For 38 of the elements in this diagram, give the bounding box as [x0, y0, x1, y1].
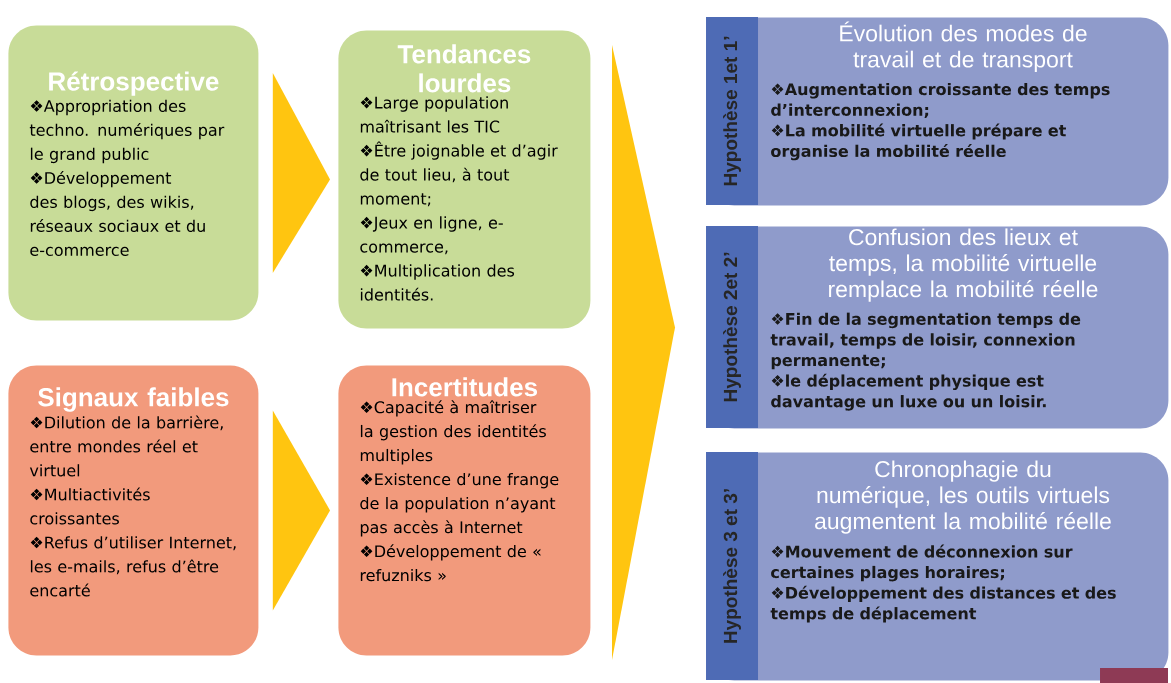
hypothesis-box [706, 452, 1169, 681]
side-tab: Hypothèse 1et 1’ [706, 17, 758, 205]
chevron-arrow [612, 45, 675, 660]
bullet-text: ❖Mouvement de déconnexion sur certaines plages horaires; [771, 544, 1073, 582]
rounded-box [8, 25, 259, 321]
hypothesis-box [706, 226, 1169, 429]
rounded-box [8, 365, 259, 656]
chevron-arrow [272, 72, 330, 273]
bullet-text: ❖Être joignable et d’agir de tout lieu, à tout moment; [360, 141, 558, 207]
side-tab: Hypothèse 2et 2’ [706, 226, 758, 428]
box-heading: Incertitudes [392, 377, 538, 397]
bullet-text: ❖Développement des distances et des temps de déplacement [770, 585, 1116, 623]
bullet-text: ❖La mobilité virtuelle prépare et organise la mobilité réelle [771, 123, 1066, 161]
bullet-text: ❖Large population maîtrisant les TIC [360, 96, 508, 133]
box-heading: Rétrospective [49, 71, 219, 96]
bullet-text: ❖Développement de « refuzniks » [360, 544, 541, 582]
bullet-text: ❖Appropriation des techno. numériques par le grand public [29, 99, 225, 164]
bullet-text: ❖Multiactivités croissantes [30, 487, 150, 525]
box-heading: Tendances lourdes [397, 44, 531, 93]
bullet-text: ❖Multiplication des identités. [360, 264, 515, 301]
bullet-text: ❖Jeux en ligne, e-commerce, [360, 216, 503, 255]
bullet-text: ❖Augmentation croissante des temps d’interconnexion; [771, 82, 1110, 118]
bullet-text: ❖Capacité à maîtriser la gestion des identités multiples [360, 400, 546, 465]
chevron-arrow [272, 410, 330, 611]
hypothesis-box [706, 17, 1169, 206]
bullet-text: ❖Dilution de la barrière, entre mondes réel et virtuel [29, 415, 223, 477]
box-heading: Signaux faibles [38, 387, 229, 412]
bullet-text: ❖Développement des blogs, des wikis, réseaux sociaux et du e-commerce [30, 171, 205, 256]
rounded-box [338, 30, 591, 329]
bullet-text: ❖le déplacement physique est davantage un luxe ou un loisir. [771, 373, 1046, 411]
box-heading: Confusion des lieux et temps, la mobilité virtuelle remplace la mobilité réelle [829, 228, 1098, 302]
box-heading: Chronophagie du numérique, les outils virtuels augmentent la mobilité réelle [815, 460, 1111, 534]
bullet-text: ❖Fin de la segmentation temps de travail, temps de loisir, connexion permanente; [770, 312, 1081, 370]
box-heading: Évolution des modes de travail et de transport [840, 21, 1087, 73]
rounded-box [338, 365, 591, 656]
bullet-text: ❖Refus d’utiliser Internet, les e-mails, refus d’être encarté [30, 536, 236, 597]
side-tab: Hypothèse 3 et 3’ [706, 452, 758, 680]
bullet-text: ❖Existence d’une frange de la population n’ayant pas accès à Internet [360, 472, 559, 537]
